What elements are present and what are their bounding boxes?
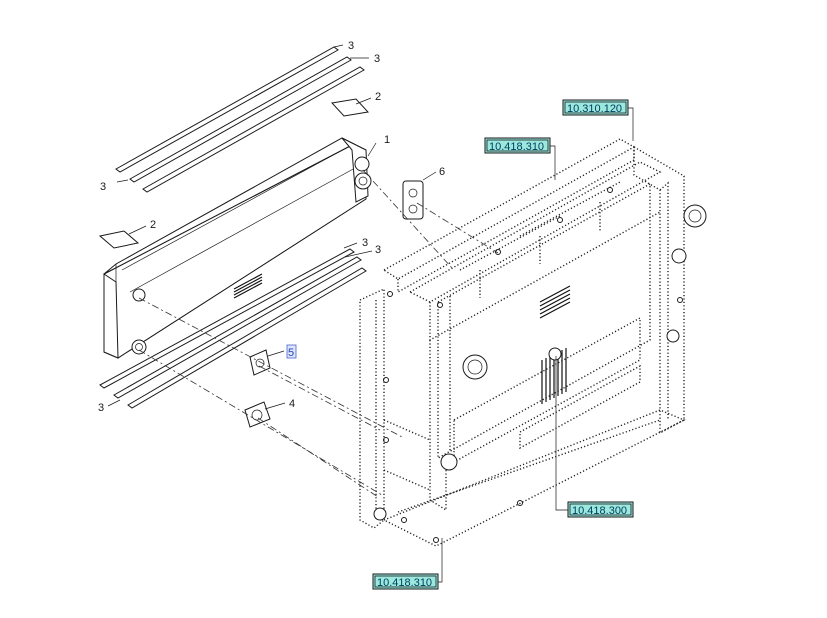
- reference-tag-r4[interactable]: 10.418.310: [372, 573, 439, 590]
- leader-line: [555, 356, 568, 511]
- callout-label: 5: [288, 347, 294, 359]
- reference-tag-r2[interactable]: 10.418.310: [484, 137, 551, 154]
- assembly-lines: [138, 169, 499, 498]
- seal-strips-top: [115, 44, 369, 193]
- callout-label: 3: [98, 402, 104, 414]
- callout-label: 3: [375, 244, 381, 256]
- callout-label: 2: [375, 91, 381, 103]
- mount-6: [402, 180, 424, 220]
- frame-grille: [539, 285, 571, 319]
- reference-tag-r3[interactable]: 10.418.300: [567, 501, 634, 518]
- callout-label: 2: [150, 219, 156, 231]
- reference-label: 10.418.300: [572, 505, 627, 517]
- callout-label: 1: [384, 134, 390, 146]
- pad-left: [98, 230, 140, 249]
- seal-strips-lower: [99, 242, 373, 409]
- leader-line: [628, 107, 634, 141]
- callout-label: 3: [100, 181, 106, 193]
- reference-tag-r1[interactable]: 10.310.120: [562, 99, 629, 116]
- callout-5-highlight[interactable]: 5: [286, 344, 297, 359]
- reference-label: 10.310.120: [567, 103, 622, 115]
- reference-label: 10.418.310: [377, 577, 432, 589]
- callout-label: 3: [348, 40, 354, 52]
- callout-label: 4: [289, 398, 295, 410]
- support-frame: [359, 138, 686, 547]
- frame-vertical-fins: [541, 348, 567, 404]
- leader-line: [438, 538, 443, 583]
- leader-line: [550, 145, 556, 180]
- mount-4: [244, 401, 271, 428]
- callout-label: 3: [362, 237, 368, 249]
- mount-5: [249, 349, 271, 376]
- frame-fittings: [373, 204, 707, 521]
- reference-label: 10.418.310: [489, 141, 544, 153]
- callout-label: 6: [439, 166, 445, 178]
- pad-top: [331, 98, 369, 117]
- callout-label: 3: [374, 53, 380, 65]
- radiator-core: [103, 137, 372, 359]
